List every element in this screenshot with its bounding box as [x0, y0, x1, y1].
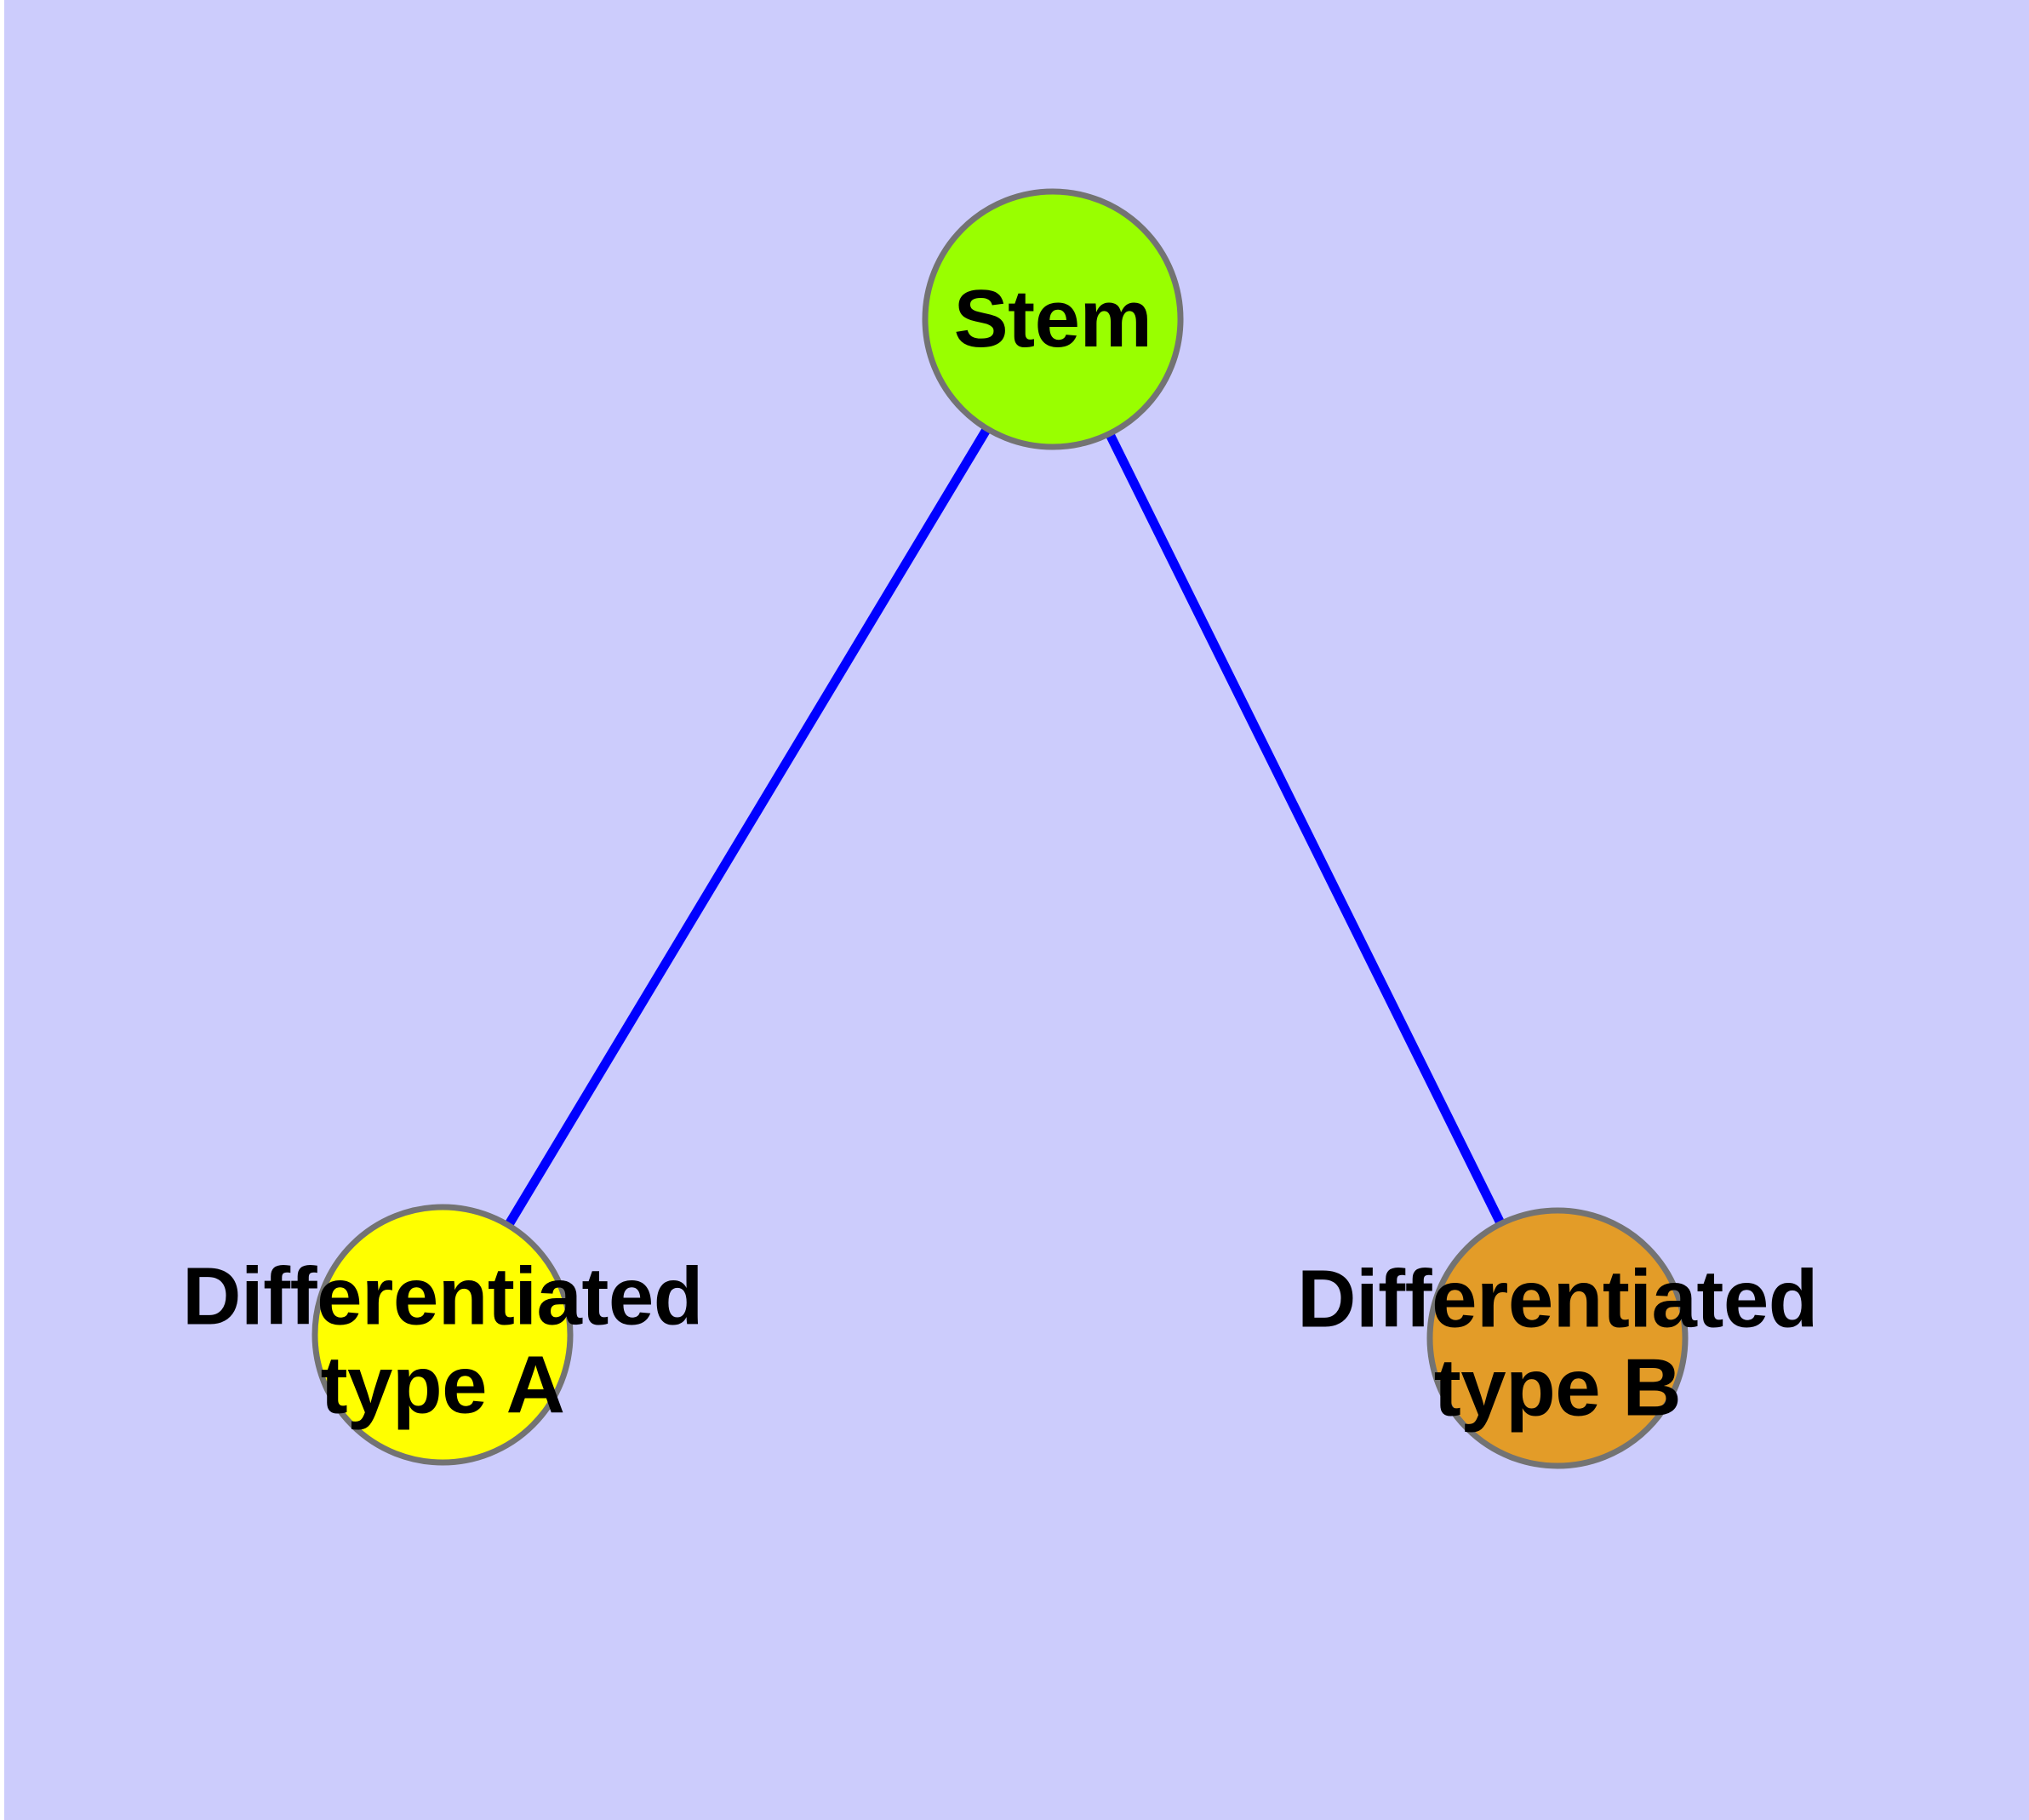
node-stem[interactable] — [922, 188, 1184, 450]
node-differentiated-type-b[interactable] — [1426, 1207, 1689, 1469]
edge-stem-to-differentiated-type-b[interactable] — [1103, 428, 1507, 1229]
node-layer — [311, 188, 1689, 1469]
node-differentiated-type-a[interactable] — [311, 1204, 574, 1466]
edge-layer — [502, 423, 1507, 1231]
diagram-plot-area: Stem Differentiated type A Differentiate… — [4, 0, 2029, 1820]
edge-stem-to-differentiated-type-a[interactable] — [502, 423, 993, 1231]
graph-svg — [311, 188, 1689, 1469]
